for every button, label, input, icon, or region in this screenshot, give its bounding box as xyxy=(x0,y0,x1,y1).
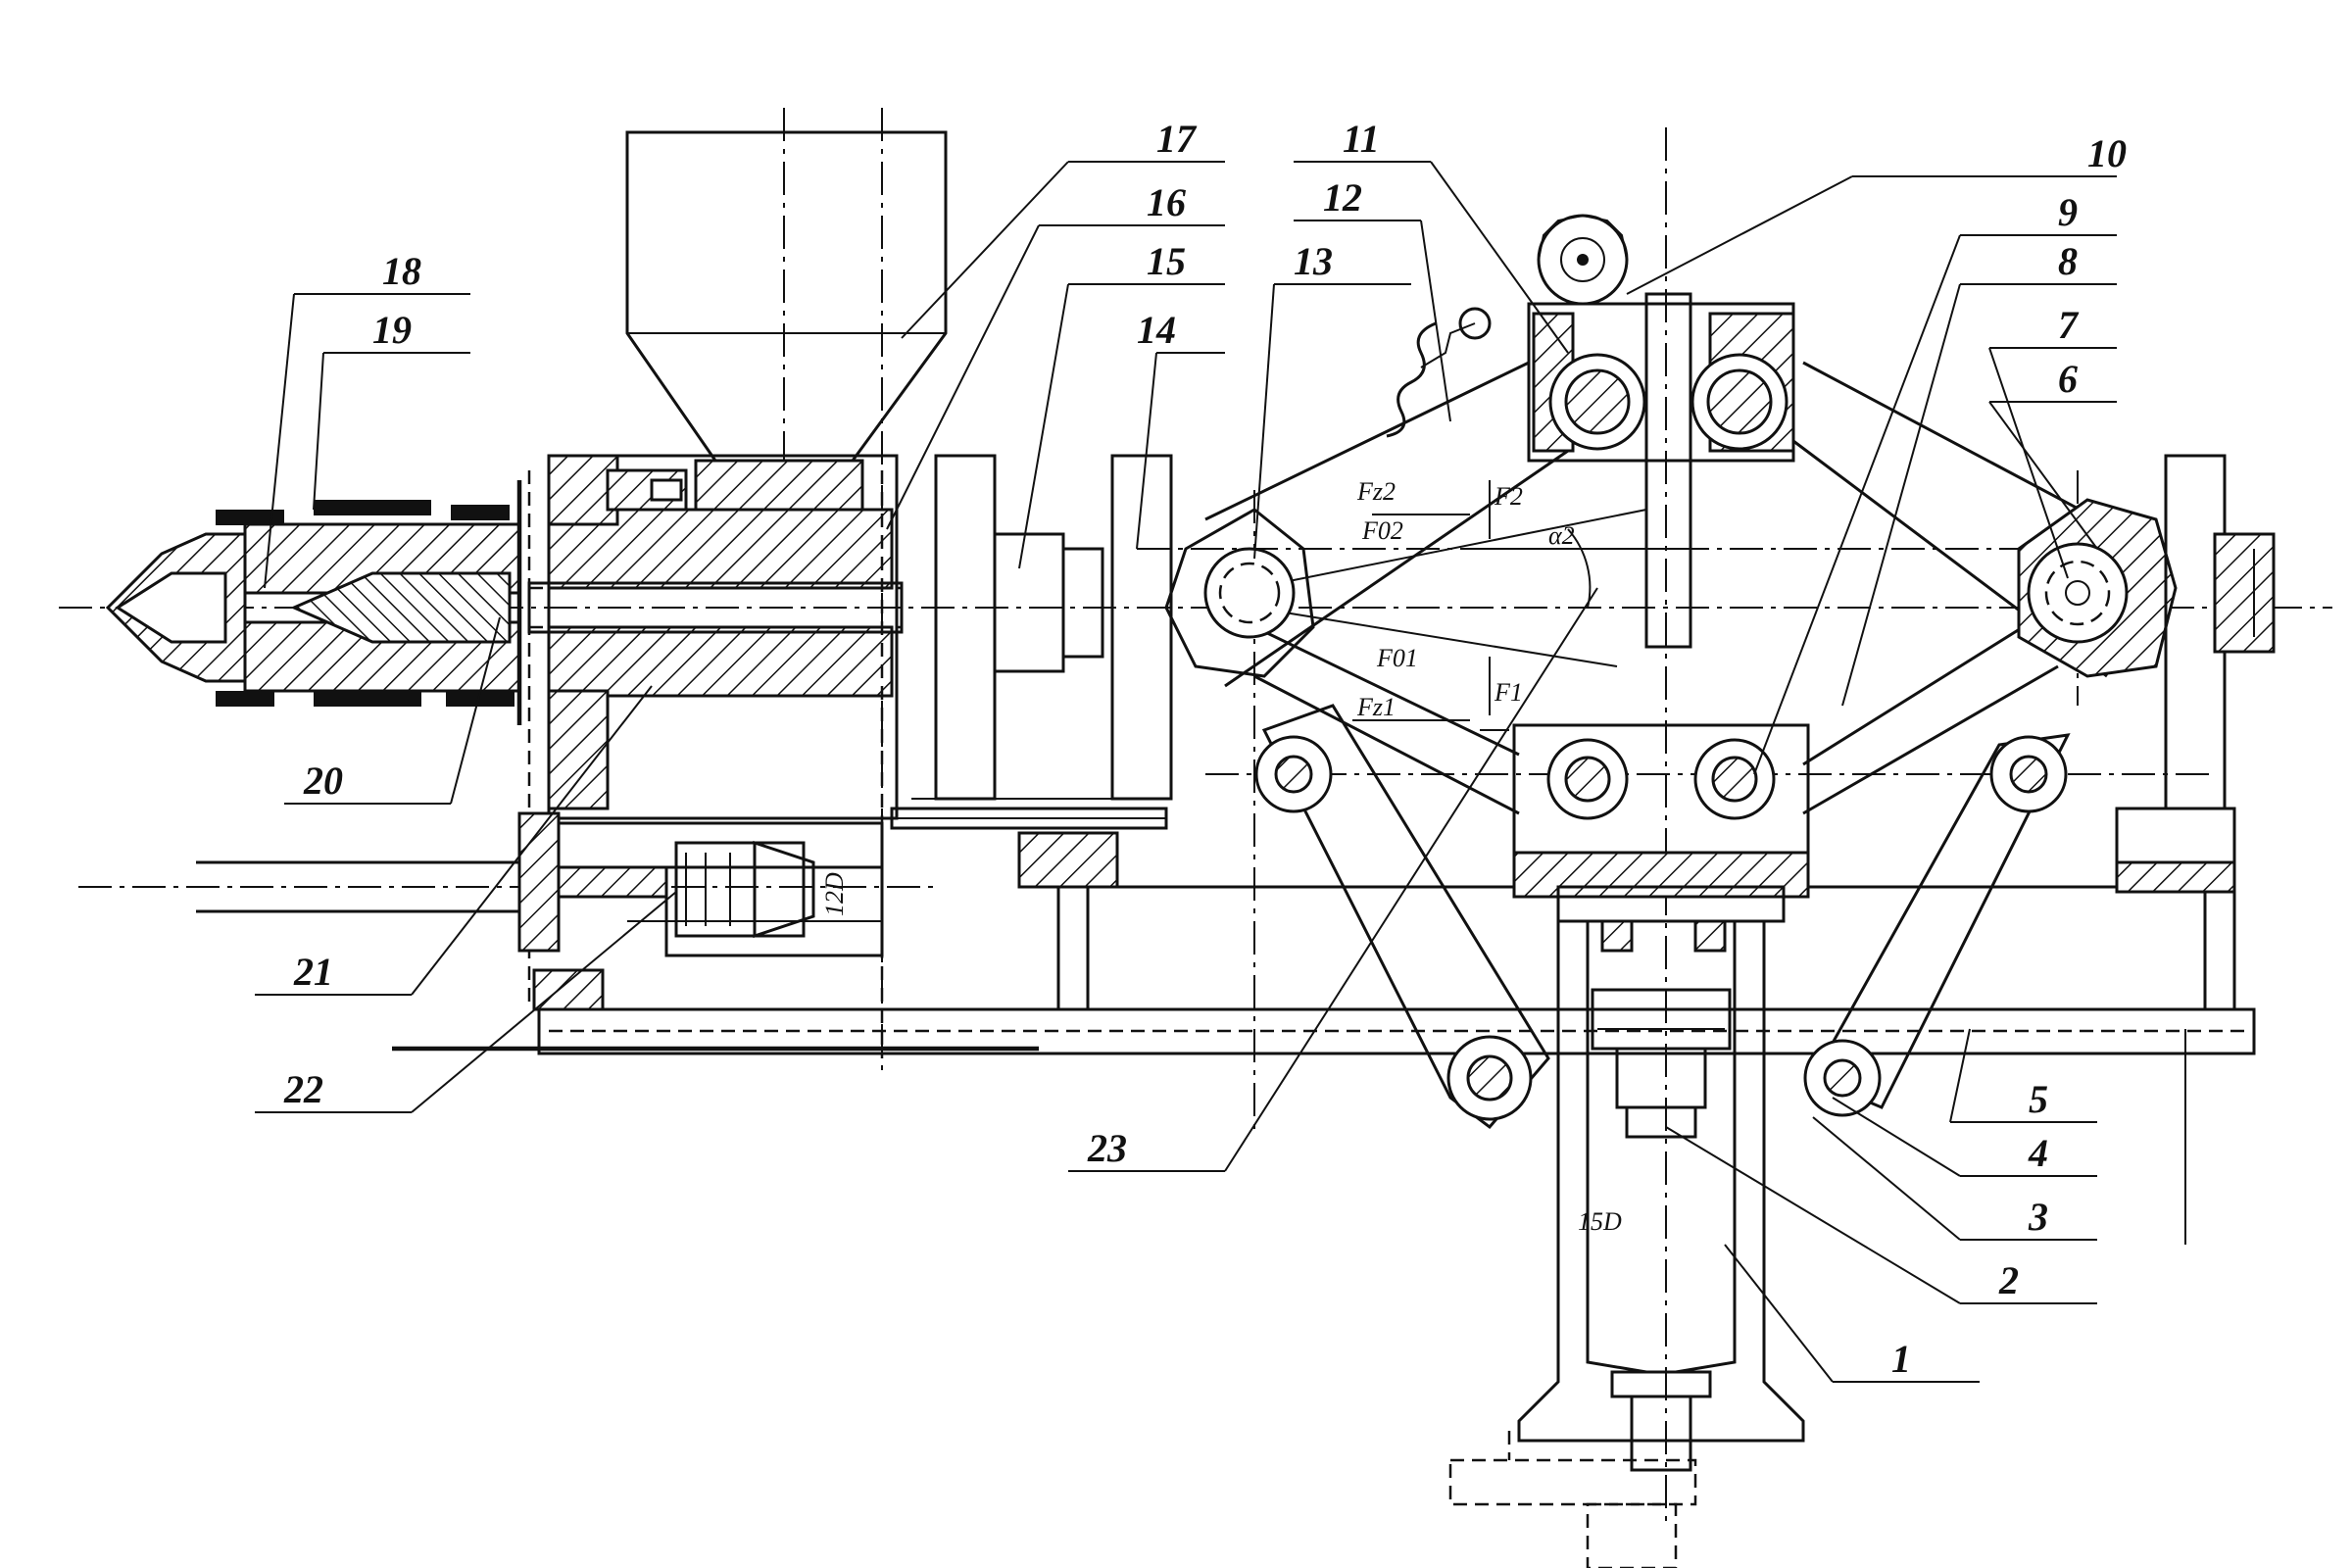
label-3: 3 xyxy=(2028,1195,2048,1239)
label-18: 18 xyxy=(382,249,421,293)
annotation-f1: F1 xyxy=(1494,678,1523,707)
annotation-f01: F01 xyxy=(1376,644,1418,672)
annotation-12d: 12D xyxy=(820,872,849,916)
vertical-cylinder xyxy=(1448,885,1805,1568)
hydraulic-cylinder-left xyxy=(196,811,815,1011)
label-10: 10 xyxy=(2087,131,2127,175)
annotation-alpha2: α2 xyxy=(1548,521,1575,550)
label-1: 1 xyxy=(1891,1337,1911,1381)
annotation-15d: 15D xyxy=(1578,1207,1622,1236)
force-annotations: Fz2 F02 F2 α2 F01 F1 Fz1 12D 15D xyxy=(820,477,1622,1236)
label-20: 20 xyxy=(303,759,343,803)
hopper xyxy=(625,130,948,516)
label-11: 11 xyxy=(1343,117,1380,161)
annotation-fz1: Fz1 xyxy=(1356,693,1396,721)
label-12: 12 xyxy=(1323,175,1362,220)
label-6: 6 xyxy=(2058,357,2078,401)
label-19: 19 xyxy=(372,308,412,352)
label-2: 2 xyxy=(1998,1258,2019,1302)
label-14: 14 xyxy=(1137,308,1176,352)
leader-lines xyxy=(255,161,2186,1383)
injection-barrel xyxy=(105,454,904,1058)
label-23: 23 xyxy=(1087,1126,1127,1170)
label-17: 17 xyxy=(1156,117,1198,161)
annotation-f2: F2 xyxy=(1494,482,1523,511)
part-labels: 17 16 15 14 13 12 11 10 9 8 7 6 5 4 3 2 … xyxy=(283,117,2127,1381)
label-8: 8 xyxy=(2058,239,2078,283)
label-7: 7 xyxy=(2058,303,2080,347)
label-9: 9 xyxy=(2058,190,2078,234)
annotation-f02: F02 xyxy=(1361,516,1403,545)
annotation-fz2: Fz2 xyxy=(1356,477,1396,506)
plunger-assembly xyxy=(547,454,1173,957)
label-16: 16 xyxy=(1147,180,1186,224)
label-5: 5 xyxy=(2029,1077,2048,1121)
label-15: 15 xyxy=(1147,239,1186,283)
label-21: 21 xyxy=(293,950,333,994)
label-22: 22 xyxy=(283,1067,323,1111)
base-frame xyxy=(392,807,2256,1055)
label-4: 4 xyxy=(2028,1131,2048,1175)
toggle-mechanism xyxy=(1164,214,2276,1130)
label-13: 13 xyxy=(1294,239,1333,283)
